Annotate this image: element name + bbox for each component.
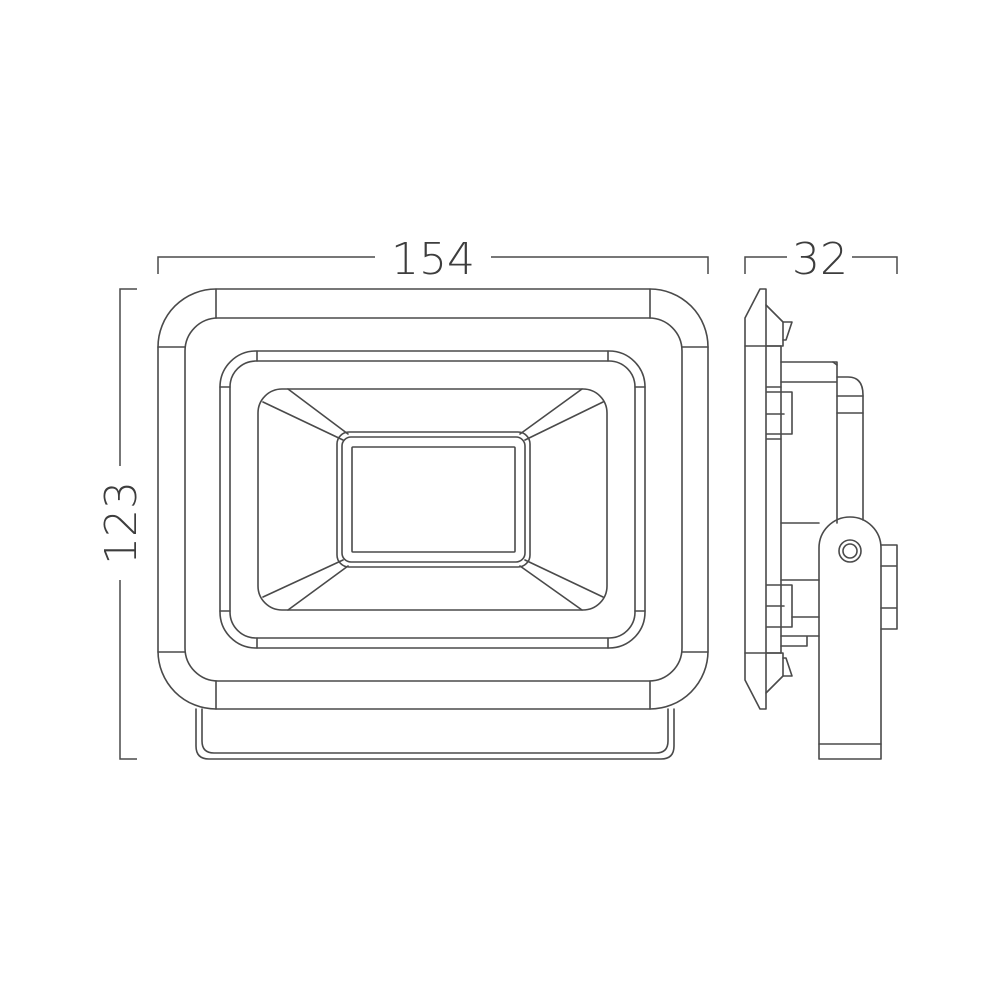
frame-ring-outer: [219, 350, 646, 649]
dimension-line-left: [157, 256, 375, 274]
side-view: [744, 288, 898, 760]
frame-ring-inner: [229, 360, 636, 639]
pivot-screw-outer: [838, 539, 862, 563]
pivot-screw-inner: [842, 543, 858, 559]
dimension-line-left: [744, 256, 787, 274]
heatsink-edge: [832, 361, 838, 366]
top-clip: [765, 304, 784, 347]
bottom-clip-tip: [782, 657, 793, 677]
mounting-bracket: [818, 516, 882, 760]
bezel-profile: [744, 288, 767, 710]
reflector: [257, 388, 608, 611]
dimension-line-top: [119, 288, 137, 466]
dimension-line-right: [491, 256, 709, 274]
bracket-knob: [880, 544, 898, 630]
bottom-bar-inner: [201, 708, 669, 754]
heatsink-rear-marks: [836, 395, 864, 414]
lens-middle: [341, 436, 526, 563]
dimension-line-bottom: [119, 580, 137, 760]
dimension-label-depth: 32: [792, 234, 848, 285]
heatsink-block: [780, 361, 838, 524]
dimension-label-width: 154: [391, 234, 475, 285]
lower-latch: [766, 584, 793, 628]
dimension-height: 123: [96, 288, 147, 760]
lens-outer: [336, 431, 531, 568]
frame-corner-marks: [219, 350, 646, 649]
top-clip-tip: [782, 321, 793, 341]
reflector-facets: [262, 388, 604, 611]
dimension-label-height: 123: [96, 481, 147, 565]
outer-housing: [157, 288, 709, 710]
dimension-depth: 32: [744, 234, 898, 285]
housing-inner-edge: [184, 317, 683, 682]
heatsink-rear: [836, 376, 864, 521]
bottom-bar-outer: [195, 708, 675, 760]
dimension-line-right: [852, 256, 898, 274]
upper-latch: [766, 391, 793, 435]
dimension-width: 154: [157, 234, 709, 285]
led-chip-window: [351, 446, 516, 553]
housing-corner-marks: [157, 288, 709, 710]
front-view: [157, 288, 709, 760]
upper-latch-marks: [766, 386, 782, 440]
bottom-clip: [765, 652, 784, 694]
lower-latch-marks: [780, 579, 820, 647]
